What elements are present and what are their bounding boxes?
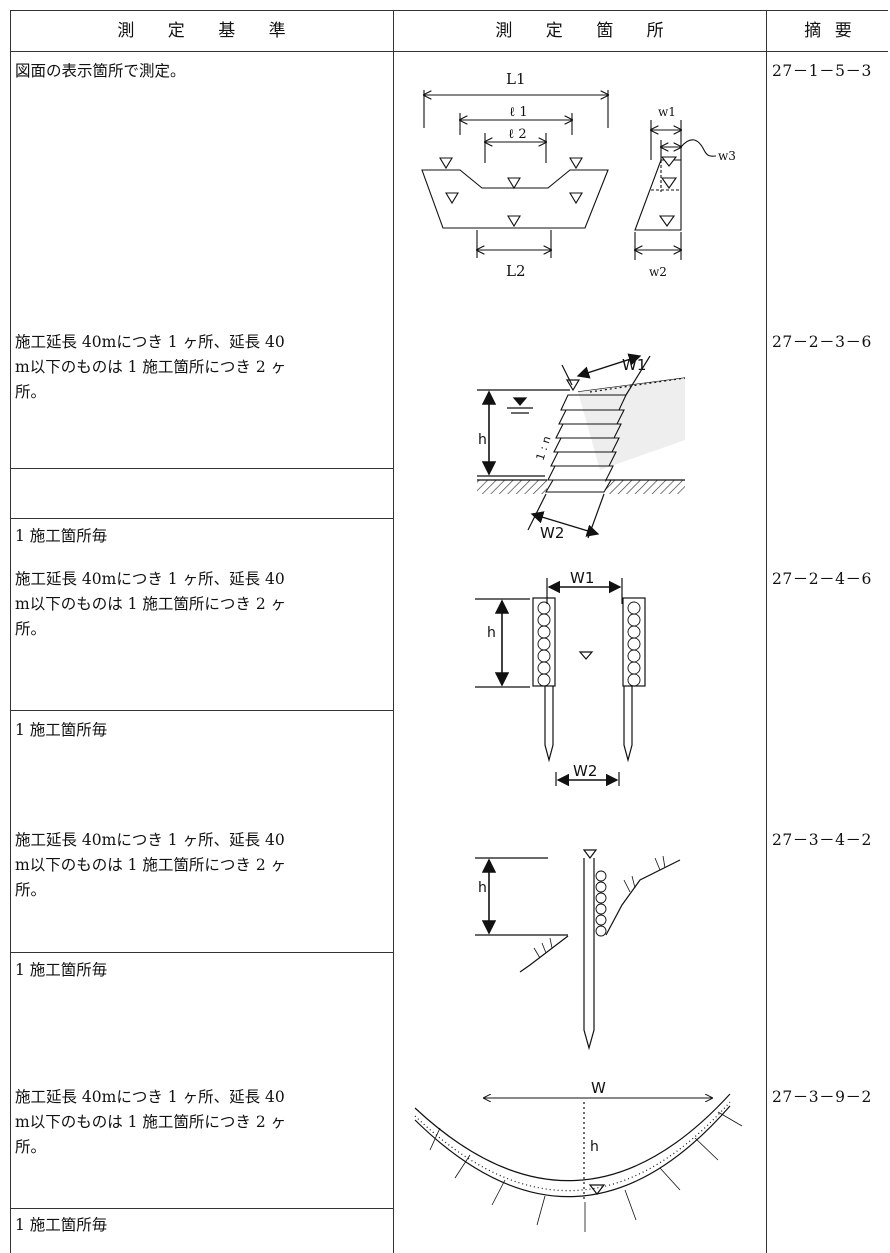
row4-separator bbox=[10, 952, 393, 953]
row5-ref: 27－3－9－2 bbox=[772, 1088, 872, 1106]
row2-separator-a bbox=[10, 468, 393, 469]
gabion-layers bbox=[545, 394, 627, 493]
anchor-bars bbox=[429, 1111, 743, 1232]
label-W1: W1 bbox=[570, 569, 594, 587]
label-slope: 1 : n bbox=[534, 435, 554, 463]
label-L2: L2 bbox=[506, 262, 526, 280]
row3-sub: 1 施工箇所毎 bbox=[15, 721, 108, 739]
label-h: h bbox=[478, 880, 487, 896]
label-h: h bbox=[590, 1139, 599, 1155]
column-divider-2 bbox=[766, 10, 767, 1253]
diagram2-labels: W1 h 1 : n W2 bbox=[478, 356, 646, 542]
left-gabion-circles bbox=[537, 601, 551, 687]
row3-separator bbox=[10, 710, 393, 711]
label-w2: w2 bbox=[649, 265, 667, 279]
diagram5-labels: W h bbox=[590, 1079, 606, 1155]
row5-sub: 1 施工箇所毎 bbox=[15, 1216, 108, 1234]
diagram3-labels: W1 h W2 bbox=[487, 569, 597, 780]
header-criteria: 測 定 基 準 bbox=[117, 21, 286, 41]
row4-ref: 27－3－4－2 bbox=[772, 831, 872, 849]
diagram1-labels: L1 ℓ 1 ℓ 2 L2 w1 w2 w3 bbox=[506, 70, 736, 280]
diagram4-labels: h bbox=[478, 880, 487, 896]
row2-separator-b bbox=[10, 518, 393, 519]
diagram-pile-bank bbox=[475, 849, 681, 1051]
row4-criteria: 施工延長 40mにつき 1 ヶ所、延長 40 m以下のものは 1 施工箇所につき… bbox=[15, 831, 287, 899]
pile-gabion-circles bbox=[595, 870, 607, 937]
label-h: h bbox=[487, 625, 496, 641]
header-bottom-border bbox=[10, 51, 888, 52]
label-l1: ℓ 1 bbox=[509, 105, 528, 120]
diagram-pile-channel bbox=[475, 578, 646, 787]
row2-ref: 27－2－3－6 bbox=[772, 333, 872, 351]
diagram-channel-section bbox=[421, 90, 717, 260]
row5-criteria: 施工延長 40mにつき 1 ヶ所、延長 40 m以下のものは 1 施工箇所につき… bbox=[15, 1088, 287, 1156]
table-top-border bbox=[10, 10, 888, 11]
row4-sub: 1 施工箇所毎 bbox=[15, 961, 108, 979]
row5-separator bbox=[10, 1208, 393, 1209]
row2-sub: 1 施工箇所毎 bbox=[15, 527, 108, 545]
row1-ref: 27－1－5－3 bbox=[772, 62, 872, 80]
row2-criteria: 施工延長 40mにつき 1 ヶ所、延長 40 m以下のものは 1 施工箇所につき… bbox=[15, 333, 287, 401]
label-w3: w3 bbox=[718, 149, 736, 163]
diagram-curved-lining bbox=[414, 1093, 743, 1232]
level-marks bbox=[439, 157, 583, 228]
diagram-gabion-slope bbox=[477, 353, 686, 539]
table-left-border bbox=[10, 10, 11, 1253]
label-W2: W2 bbox=[540, 524, 564, 542]
header-location: 測 定 箇 所 bbox=[495, 21, 664, 41]
label-W2: W2 bbox=[573, 762, 597, 780]
label-L1: L1 bbox=[506, 70, 526, 88]
header-summary: 摘 要 bbox=[804, 21, 852, 41]
label-w1: w1 bbox=[658, 105, 676, 119]
label-W1: W1 bbox=[622, 356, 646, 374]
row1-criteria: 図面の表示箇所で測定。 bbox=[15, 62, 186, 80]
label-W: W bbox=[591, 1079, 606, 1097]
row3-ref: 27－2－4－6 bbox=[772, 570, 872, 588]
label-l2: ℓ 2 bbox=[508, 127, 527, 142]
column-divider-1 bbox=[393, 10, 394, 1253]
right-gabion-circles bbox=[627, 601, 641, 687]
row3-criteria: 施工延長 40mにつき 1 ヶ所、延長 40 m以下のものは 1 施工箇所につき… bbox=[15, 570, 287, 638]
label-h: h bbox=[478, 432, 487, 448]
